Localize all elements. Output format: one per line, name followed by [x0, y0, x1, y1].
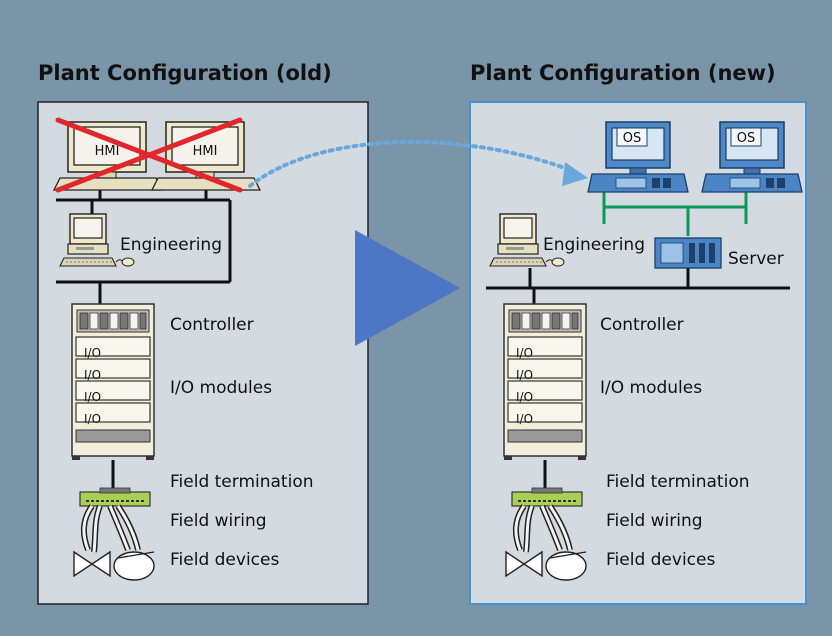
controller-label-old: Controller: [170, 315, 254, 335]
field-termination-label-new: Field termination: [606, 472, 750, 492]
hmi-station-2: HMI: [151, 121, 261, 191]
io-slot-old-2: I/O: [84, 368, 101, 382]
io-modules-label-new: I/O modules: [600, 378, 702, 398]
os-station-1: OS: [587, 121, 689, 193]
field-devices-label-new: Field devices: [606, 550, 715, 570]
io-slot-new-1: I/O: [516, 346, 533, 360]
field-devices-label-old: Field devices: [170, 550, 279, 570]
migration-path: [248, 140, 588, 188]
hmi-station-1: HMI: [53, 121, 163, 191]
io-slot-new-4: I/O: [516, 412, 533, 426]
migration-arrow: [355, 230, 460, 346]
io-slot-new-3: I/O: [516, 390, 533, 404]
hmi-label-2: HMI: [193, 144, 218, 159]
controller-rack-old: I/O I/O I/O I/O: [71, 303, 155, 461]
field-wiring-label-new: Field wiring: [606, 511, 703, 531]
os-station-2: OS: [701, 121, 803, 193]
controller-label-new: Controller: [600, 315, 684, 335]
title-new: Plant Configuration (new): [470, 61, 776, 85]
hmi-label-1: HMI: [95, 144, 120, 159]
new-configuration: OS OS Server Engineering I/O I/O I/O I/O: [486, 121, 803, 580]
io-slot-old-3: I/O: [84, 390, 101, 404]
engineering-label-new: Engineering: [543, 235, 645, 255]
io-slot-new-2: I/O: [516, 368, 533, 382]
hmi-cross-out: [55, 117, 243, 193]
io-slot-old-4: I/O: [84, 412, 101, 426]
io-modules-label-old: I/O modules: [170, 378, 272, 398]
field-wiring-label-old: Field wiring: [170, 511, 267, 531]
controller-rack-new: I/O I/O I/O I/O: [503, 303, 587, 461]
title-old: Plant Configuration (old): [38, 61, 332, 85]
field-termination-label-old: Field termination: [170, 472, 314, 492]
os-label-2: OS: [737, 131, 755, 146]
io-slot-old-1: I/O: [84, 346, 101, 360]
server-unit: [654, 237, 722, 269]
server-label: Server: [728, 249, 784, 269]
old-configuration: HMI HMI Engineering I/O I/O I/O I/O Cont…: [53, 117, 314, 580]
engineering-label-old: Engineering: [120, 235, 222, 255]
os-label-1: OS: [623, 131, 641, 146]
